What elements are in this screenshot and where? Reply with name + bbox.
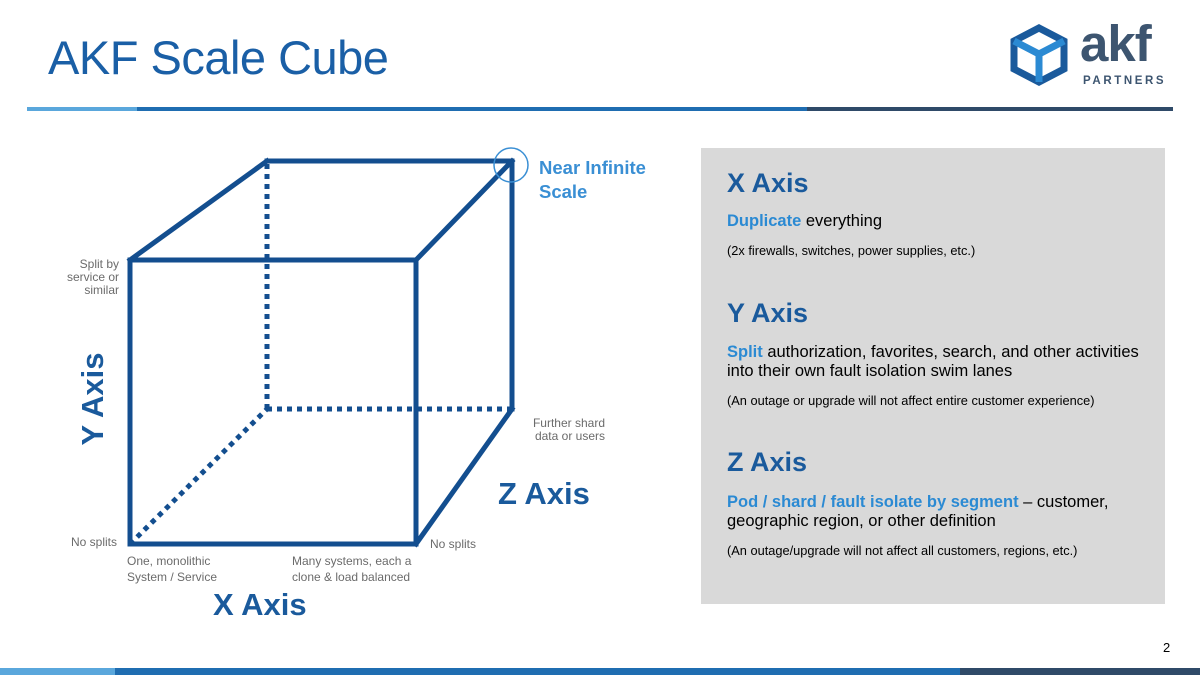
cube-top-right-edge: [412, 157, 516, 264]
cube-logo-icon: [1010, 24, 1068, 86]
panel-x-note: (2x firewalls, switches, power supplies,…: [727, 243, 976, 258]
panel-y-heading: Y Axis: [727, 298, 809, 328]
slide-title: AKF Scale Cube: [48, 31, 389, 84]
title-underline-bar: [27, 107, 1173, 111]
no-splits-right-label: No splits: [430, 537, 477, 551]
scale-cube-diagram: [126, 147, 529, 548]
akf-logo: akf PARTNERS: [1008, 15, 1173, 90]
panel-z-text: Pod / shard / fault isolate by segment –…: [727, 493, 1109, 530]
footer-bar: [0, 668, 1200, 675]
monolithic-note: One, monolithic System / Service: [127, 554, 218, 584]
logo-subtitle: PARTNERS: [1083, 75, 1167, 87]
many-systems-note: Many systems, each a clone & load balanc…: [292, 554, 412, 584]
z-axis-label: Z Axis: [498, 476, 590, 511]
logo-word: akf: [1080, 15, 1152, 72]
axis-description-panel: X Axis Duplicate everything (2x firewall…: [701, 148, 1165, 604]
page-number: 2: [1163, 640, 1171, 655]
panel-y-text: Split authorization, favorites, search, …: [727, 343, 1139, 380]
panel-x-text: Duplicate everything: [727, 212, 882, 230]
cube-hidden-diagonal-edge: [128, 407, 269, 546]
panel-z-note: (An outage/upgrade will not affect all c…: [727, 543, 1078, 558]
panel-z-heading: Z Axis: [727, 447, 808, 477]
panel-x-heading: X Axis: [727, 168, 809, 198]
cube-top-left-edge: [126, 157, 271, 264]
z-further-shard-note: Further shard data or users: [532, 416, 605, 443]
panel-y-note: (An outage or upgrade will not affect en…: [727, 393, 1095, 408]
cube-bottom-right-edge: [412, 405, 516, 548]
no-splits-left-label: No splits: [71, 535, 118, 549]
near-infinite-scale-label: Near Infinite Scale: [539, 157, 646, 202]
y-split-note: Split by service or similar: [66, 257, 119, 297]
near-infinite-marker: [493, 147, 529, 183]
x-axis-label: X Axis: [213, 587, 307, 622]
cube-front-face: [127, 257, 419, 547]
y-axis-label: Y Axis: [75, 352, 110, 446]
